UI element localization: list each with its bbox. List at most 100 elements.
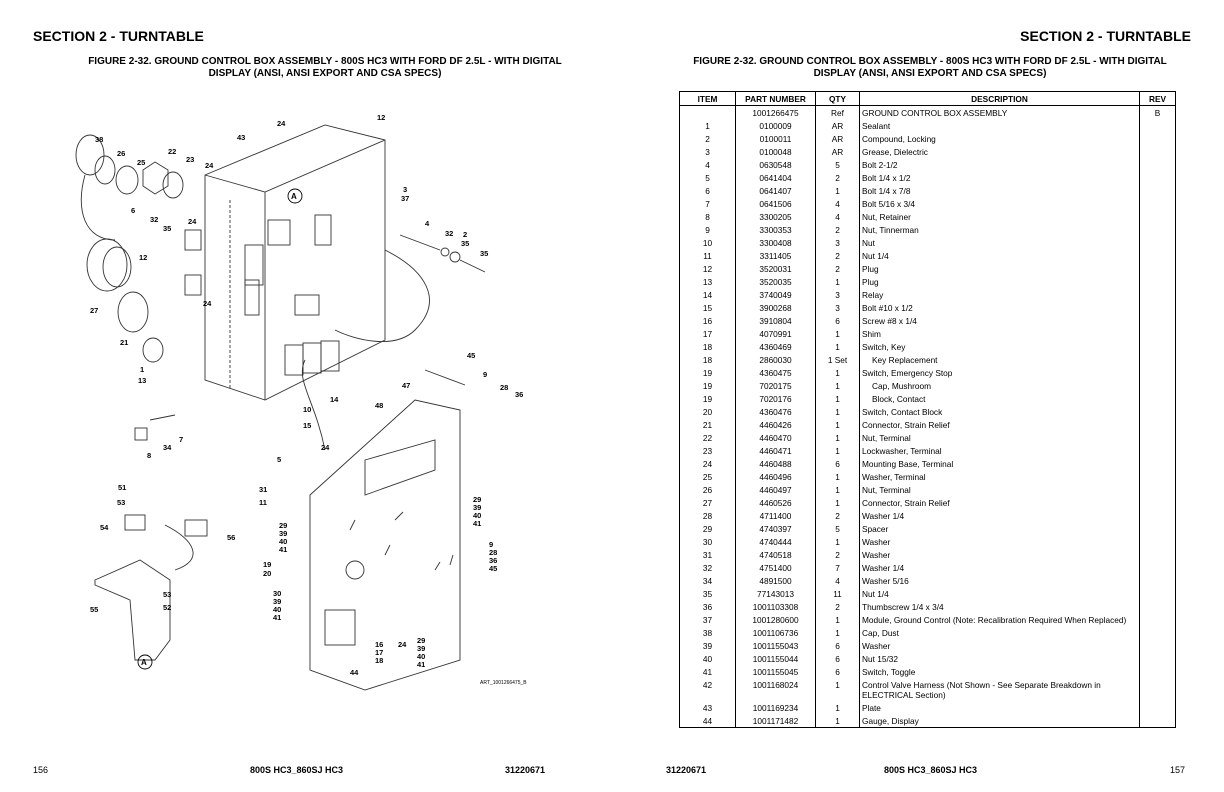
svg-text:44: 44: [350, 668, 359, 677]
cell-rev: [1139, 366, 1176, 379]
cell-rev: [1139, 574, 1176, 587]
cell-qty: 1: [815, 340, 860, 353]
cell-part-number: 0641404: [735, 171, 816, 184]
svg-text:29: 29: [473, 495, 481, 504]
cell-description: Connector, Strain Relief: [859, 496, 1140, 509]
cell-qty: Ref: [815, 105, 860, 119]
svg-text:41: 41: [273, 613, 281, 622]
cell-rev: [1139, 262, 1176, 275]
svg-text:27: 27: [90, 306, 98, 315]
cell-rev: [1139, 613, 1176, 626]
cell-part-number: 1001280600: [735, 613, 816, 626]
cell-rev: [1139, 600, 1176, 613]
svg-text:12: 12: [139, 253, 147, 262]
cell-part-number: 1001106736: [735, 626, 816, 639]
cell-qty: AR: [815, 119, 860, 132]
svg-text:40: 40: [473, 511, 481, 520]
cell-description: Washer: [859, 535, 1140, 548]
svg-text:29: 29: [417, 636, 425, 645]
cell-item: 42: [679, 678, 736, 701]
cell-rev: [1139, 548, 1176, 561]
cell-description: Relay: [859, 288, 1140, 301]
cell-part-number: 4460488: [735, 457, 816, 470]
cell-rev: [1139, 275, 1176, 288]
cell-qty: 2: [815, 509, 860, 522]
cell-qty: 7: [815, 561, 860, 574]
cell-part-number: 3520035: [735, 275, 816, 288]
header-description: DESCRIPTION: [859, 91, 1140, 106]
module-left: [244, 244, 264, 286]
cell-description: Sealant: [859, 119, 1140, 132]
cell-description: Nut, Tinnerman: [859, 223, 1140, 236]
cell-rev: [1139, 509, 1176, 522]
cell-description: Nut: [859, 236, 1140, 249]
cell-qty: 4: [815, 197, 860, 210]
svg-text:36: 36: [489, 556, 497, 565]
cell-part-number: 4360475: [735, 366, 816, 379]
cell-description: Spacer: [859, 522, 1140, 535]
cell-qty: 1: [815, 327, 860, 340]
cell-rev: [1139, 483, 1176, 496]
cell-part-number: 4460470: [735, 431, 816, 444]
svg-text:6: 6: [131, 206, 135, 215]
svg-text:55: 55: [90, 605, 98, 614]
svg-text:47: 47: [402, 381, 410, 390]
cell-qty: 6: [815, 314, 860, 327]
cell-description: GROUND CONTROL BOX ASSEMBLY: [859, 105, 1140, 119]
cell-part-number: 4360476: [735, 405, 816, 418]
relay-2: [302, 342, 322, 374]
cell-part-number: 1001266475: [735, 105, 816, 119]
cell-description: Washer: [859, 639, 1140, 652]
cell-description: Key Replacement: [859, 353, 1140, 366]
page-number-right: 157: [1170, 765, 1186, 775]
cell-part-number: 1001155044: [735, 652, 816, 665]
cell-description: Compound, Locking: [859, 132, 1140, 145]
cell-part-number: 77143013: [735, 587, 816, 600]
footer-doc-right: 31220671: [666, 765, 707, 775]
header-item: ITEM: [679, 91, 736, 106]
cell-qty: AR: [815, 145, 860, 158]
svg-text:9: 9: [483, 370, 487, 379]
cell-rev: [1139, 145, 1176, 158]
cell-qty: 11: [815, 587, 860, 600]
cell-qty: 1: [815, 613, 860, 626]
cell-description: Nut, Retainer: [859, 210, 1140, 223]
header-rev: REV: [1139, 91, 1176, 106]
svg-text:13: 13: [138, 376, 146, 385]
cell-part-number: 7020176: [735, 392, 816, 405]
cell-rev: [1139, 470, 1176, 483]
cell-item: 5: [679, 171, 736, 184]
cell-item: 32: [679, 561, 736, 574]
cell-qty: 3: [815, 288, 860, 301]
cell-item: 29: [679, 522, 736, 535]
cell-description: Switch, Key: [859, 340, 1140, 353]
cell-item: 19: [679, 379, 736, 392]
svg-text:3: 3: [403, 185, 407, 194]
cell-item: 18: [679, 340, 736, 353]
cell-qty: 1: [815, 714, 860, 728]
page-number-left: 156: [33, 765, 49, 775]
section-title-right: SECTION 2 - TURNTABLE: [1020, 28, 1191, 44]
cell-qty: 2: [815, 171, 860, 184]
cell-qty: 1 Set: [815, 353, 860, 366]
cell-description: Washer 1/4: [859, 561, 1140, 574]
cell-rev: [1139, 714, 1176, 728]
figure-title-right: FIGURE 2-32. GROUND CONTROL BOX ASSEMBLY…: [655, 56, 1205, 80]
svg-text:35: 35: [461, 239, 469, 248]
